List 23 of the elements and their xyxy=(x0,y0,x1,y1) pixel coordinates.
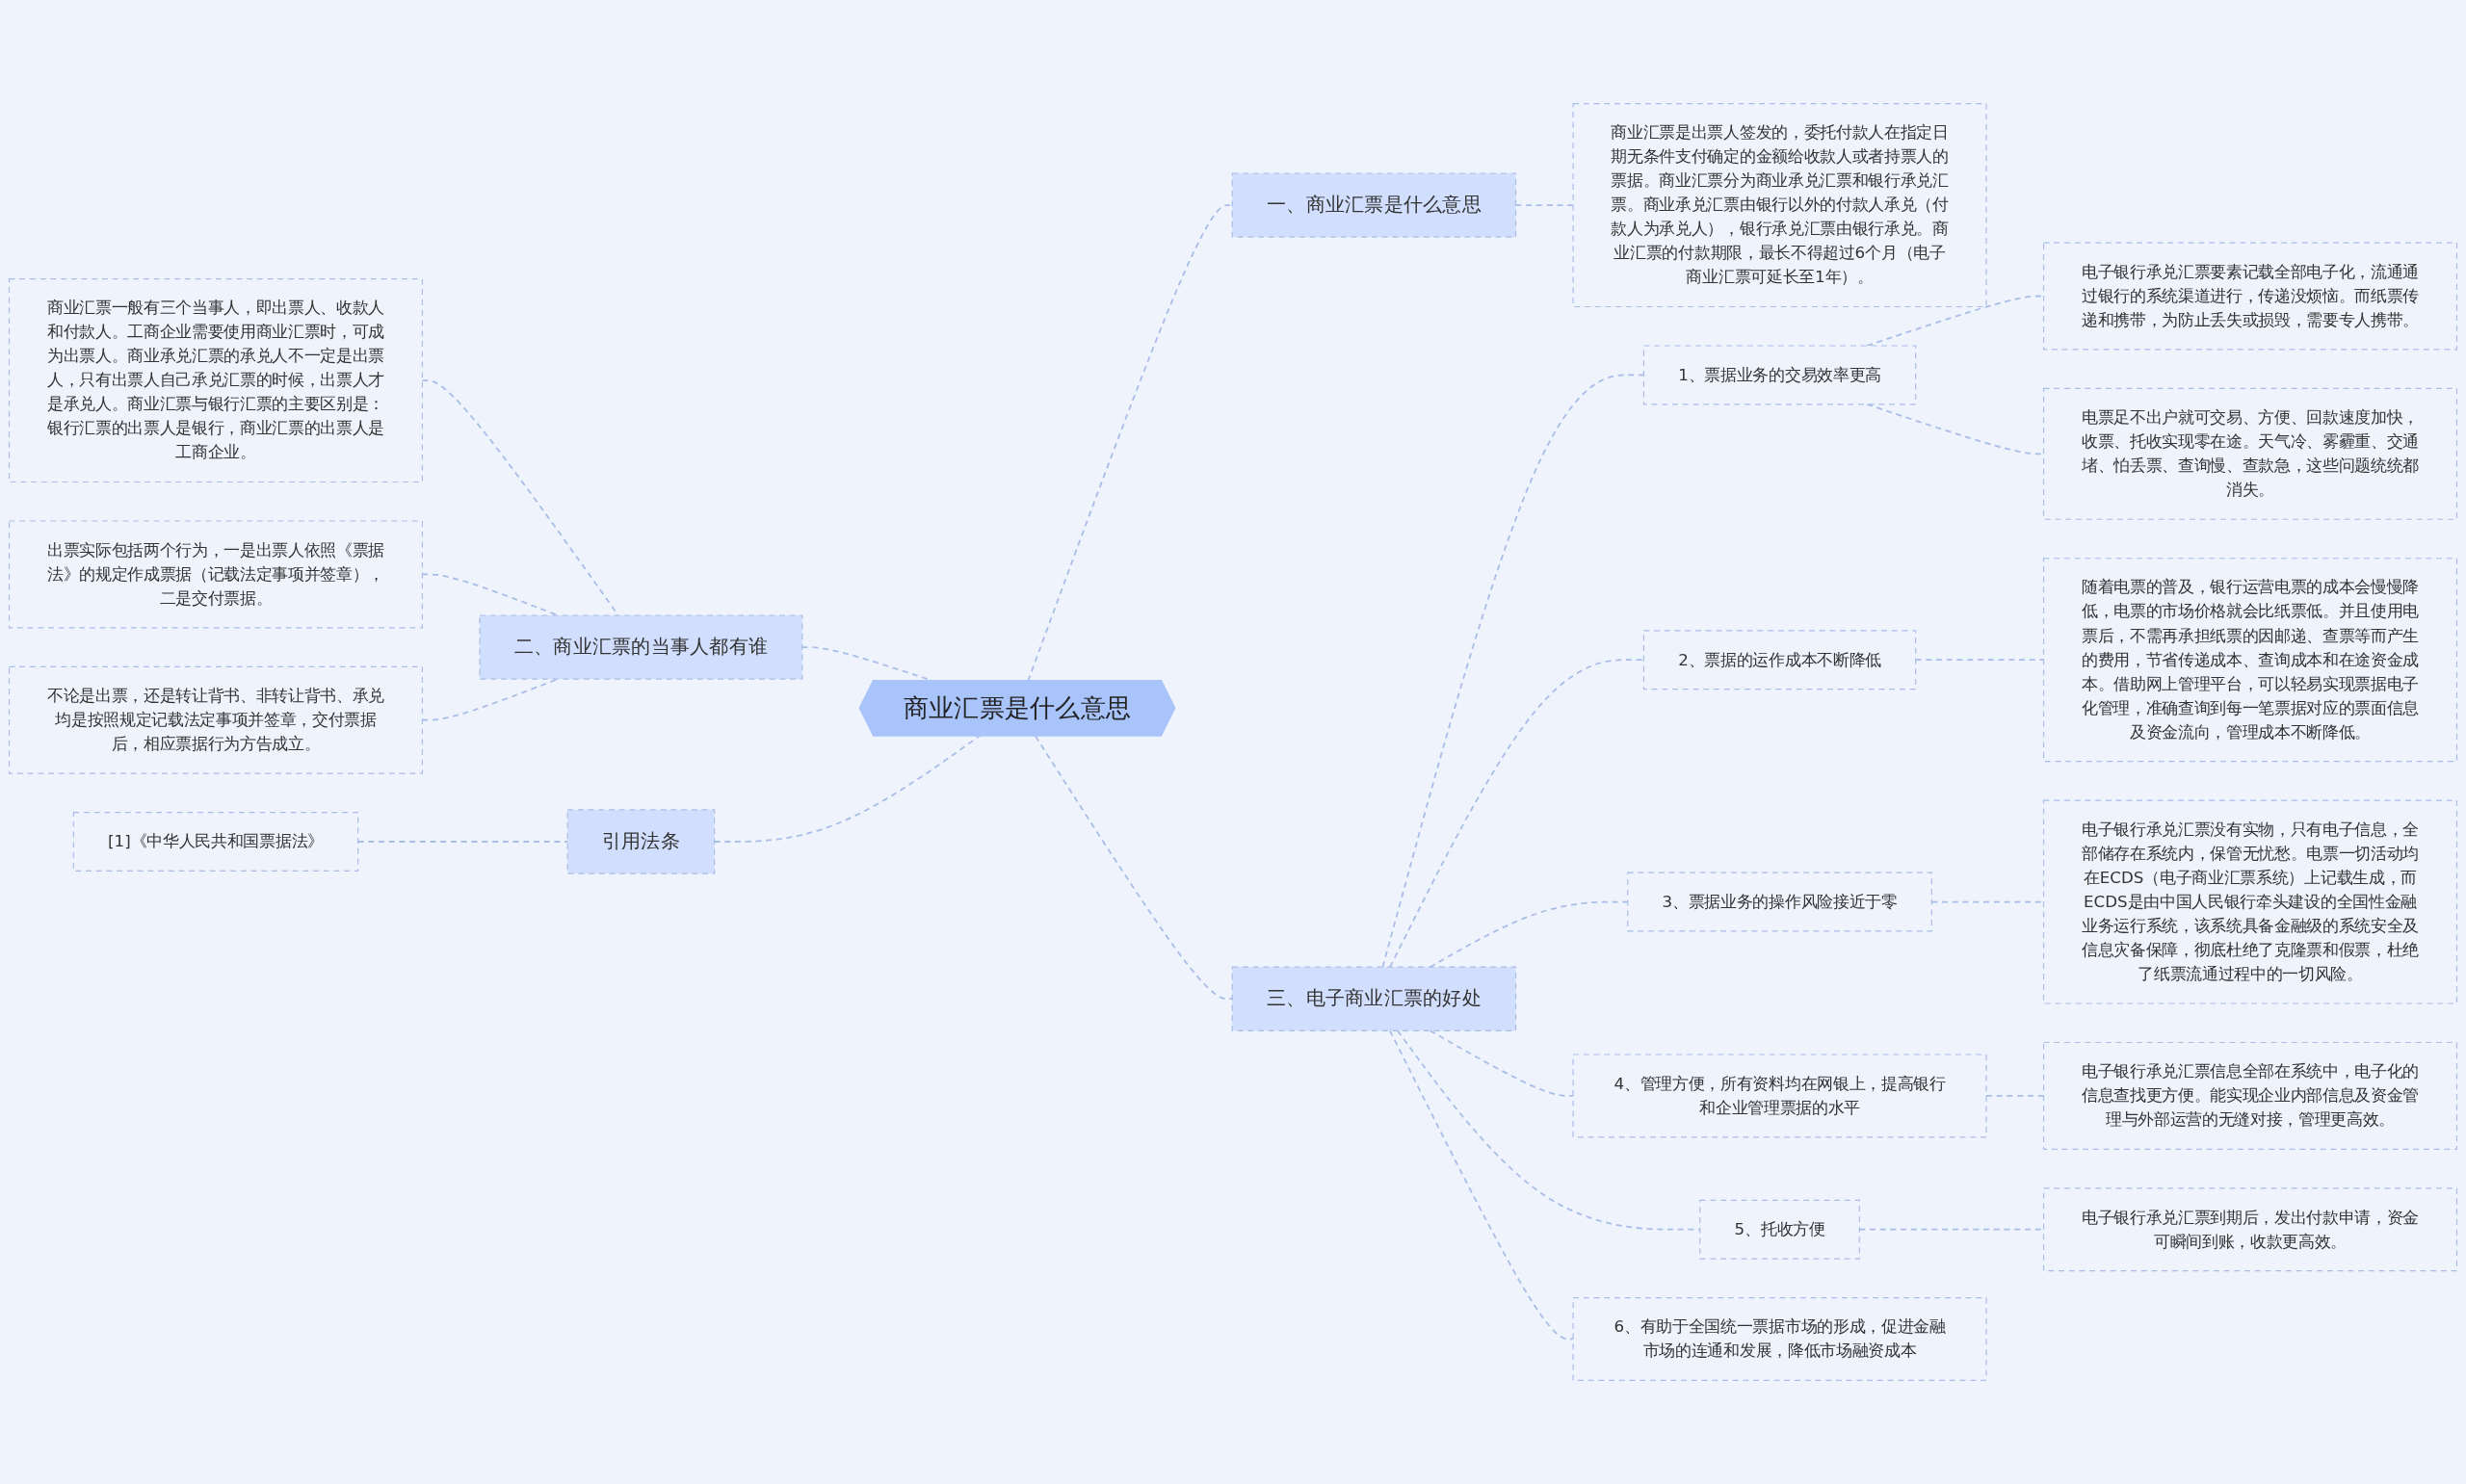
node-box: 电子银行承兑汇票到期后，发出付款申请，资金可瞬间到账，收款更高效。 xyxy=(2042,1187,2458,1272)
node-box: 3、票据业务的操作风险接近于零 xyxy=(1627,872,1932,932)
node-box: 商业汇票一般有三个当事人，即出票人、收款人和付款人。工商企业需要使用商业汇票时，可成为出票人。商业承兑汇票的承兑人不一定是出票人，只有出票人自己承兑汇票的时候，出票人才是承兑人。商业汇票与银行汇票的主要区别是：银行汇票的出票人是银行，商业汇票的出票人是工商企业。 xyxy=(8,278,424,483)
connector xyxy=(1429,1029,1574,1097)
node-box: 电子银行承兑汇票没有实物，只有电子信息，全部储存在系统内，保管无忧愁。电票一切活动均在ECDS（电子商业汇票系统）上记载生成，而ECDS是由中国人民银行牵头建设的全国性金融业务运行系统，该系统具备金融级的系统安全及信息灾备保障，彻底杜绝了克隆票和假票，杜绝了纸票流通过程中的一切风险。 xyxy=(2042,799,2458,1004)
node-box: 三、电子商业汇票的好处 xyxy=(1231,966,1517,1031)
node-box: 引用法条 xyxy=(566,809,716,874)
node-box: 一、商业汇票是什么意思 xyxy=(1231,172,1517,238)
node-box: 4、管理方便，所有资料均在网银上，提高银行和企业管理票据的水平 xyxy=(1572,1054,1987,1138)
node-box: 6、有助于全国统一票据市场的形成，促进金融市场的连通和发展，降低市场融资成本 xyxy=(1572,1297,1987,1381)
connector xyxy=(1389,1029,1574,1341)
node-box: 不论是出票，还是转让背书、非转让背书、承兑均是按照规定记载法定事项并签章，交付票据后，相应票据行为方告成立。 xyxy=(8,665,424,774)
node-box: 电票足不出户就可交易、方便、回款速度加快，收票、托收实现零在途。天气冷、雾霾重、交通堵、怕丢票、查询慢、查款急，这些问题统统都消失。 xyxy=(2042,387,2458,520)
node-box: [1]《中华人民共和国票据法》 xyxy=(72,812,359,872)
node-box: 出票实际包括两个行为，一是出票人依照《票据法》的规定作成票据（记载法定事项并签章），二是交付票据。 xyxy=(8,520,424,629)
node-box: 2、票据的运作成本不断降低 xyxy=(1642,630,1917,690)
node-box: 5、托收方便 xyxy=(1699,1199,1860,1260)
node-box: 电子银行承兑汇票信息全部在系统中，电子化的信息查找更方便。能实现企业内部信息及资金管理与外部运营的无缝对接，管理更高效。 xyxy=(2042,1041,2458,1150)
node-box: 随着电票的普及，银行运营电票的成本会慢慢降低，电票的市场价格就会比纸票低。并且使用电票后，不需再承担纸票的因邮递、查票等而产生的费用，节省传递成本、查询成本和在途资金成本。借助网上管理平台，可以轻易实现票据电子化管理，准确查询到每一笔票据对应的票面信息及资金流向，管理成本不断降低。 xyxy=(2042,558,2458,763)
node-box: 电子银行承兑汇票要素记载全部电子化，流通通过银行的系统渠道进行，传递没烦恼。而纸票传递和携带，为防止丢失或损毁，需要专人携带。 xyxy=(2042,242,2458,351)
node-box: 二、商业汇票的当事人都有谁 xyxy=(479,614,803,680)
node-box: 商业汇票是出票人签发的，委托付款人在指定日期无条件支付确定的金额给收款人或者持票人的票据。商业汇票分为商业承兑汇票和银行承兑汇票。商业承兑汇票由银行以外的付款人承兑（付款人为承兑人），银行承兑汇票由银行承兑。商业汇票的付款期限，最长不得超过6个月（电子商业汇票可延长至1年）。 xyxy=(1572,103,1987,308)
node-box: 1、票据业务的交易效率更高 xyxy=(1642,345,1917,405)
